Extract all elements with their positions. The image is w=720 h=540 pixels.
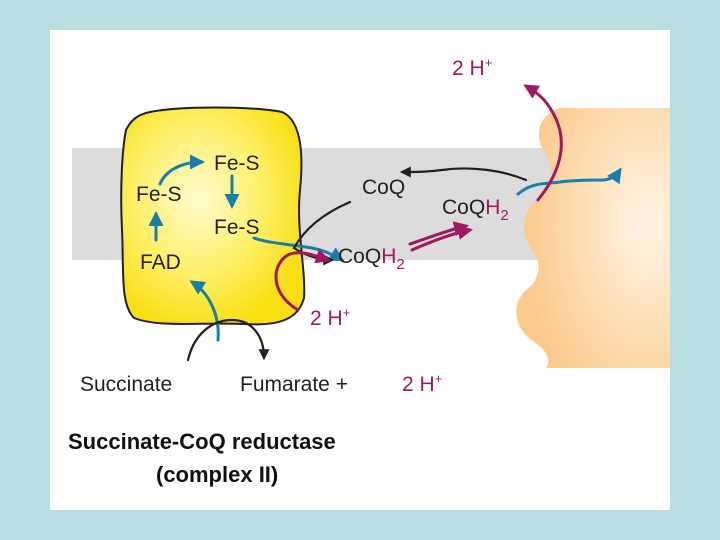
qh2-shuttle-arrow-2 [410, 225, 473, 252]
fe-s-cluster-1: Fe-S [214, 152, 260, 175]
electron-arrow-succinate-to-fad [189, 280, 220, 342]
neighbor-complex [516, 108, 670, 368]
coqh2-membrane-label: CoQH2 [442, 196, 509, 224]
succinate-label: Succinate [80, 373, 172, 396]
caption-title: Succinate-CoQ reductase [68, 429, 336, 454]
qh2-to-coq-arrow [399, 166, 528, 182]
complex-ii-diagram: Fe-S Fe-S Fe-S FAD CoQ CoQH2 CoQH2 2 H+ … [68, 55, 670, 487]
electron-arrow-neighbor [516, 167, 622, 196]
succinate-to-fumarate-arrow [186, 318, 270, 362]
proton-label-top: 2 H+ [452, 55, 492, 80]
fumarate-label: Fumarate + [240, 373, 348, 396]
complex-ii-body [120, 106, 306, 326]
coqh2-label: CoQH2 [338, 245, 405, 273]
caption-subtitle: (complex II) [156, 462, 278, 487]
proton-path [274, 84, 563, 312]
fumarate-protons-label: 2 H+ [402, 371, 442, 396]
fe-s-cluster-2: Fe-S [136, 183, 182, 206]
proton-release-arrow [523, 84, 563, 202]
proton-uptake-arrow [274, 249, 331, 312]
electron-arrow-fes-to-fes [158, 154, 205, 186]
coq-oxidized-label: CoQ [362, 176, 405, 199]
fe-s-cluster-3: Fe-S [214, 216, 260, 239]
electron-path [148, 154, 622, 342]
slide: Fe-S Fe-S Fe-S FAD CoQ CoQH2 CoQH2 2 H+ … [50, 30, 670, 510]
proton-label-matrix: 2 H+ [310, 305, 350, 330]
fad-label: FAD [140, 251, 181, 274]
